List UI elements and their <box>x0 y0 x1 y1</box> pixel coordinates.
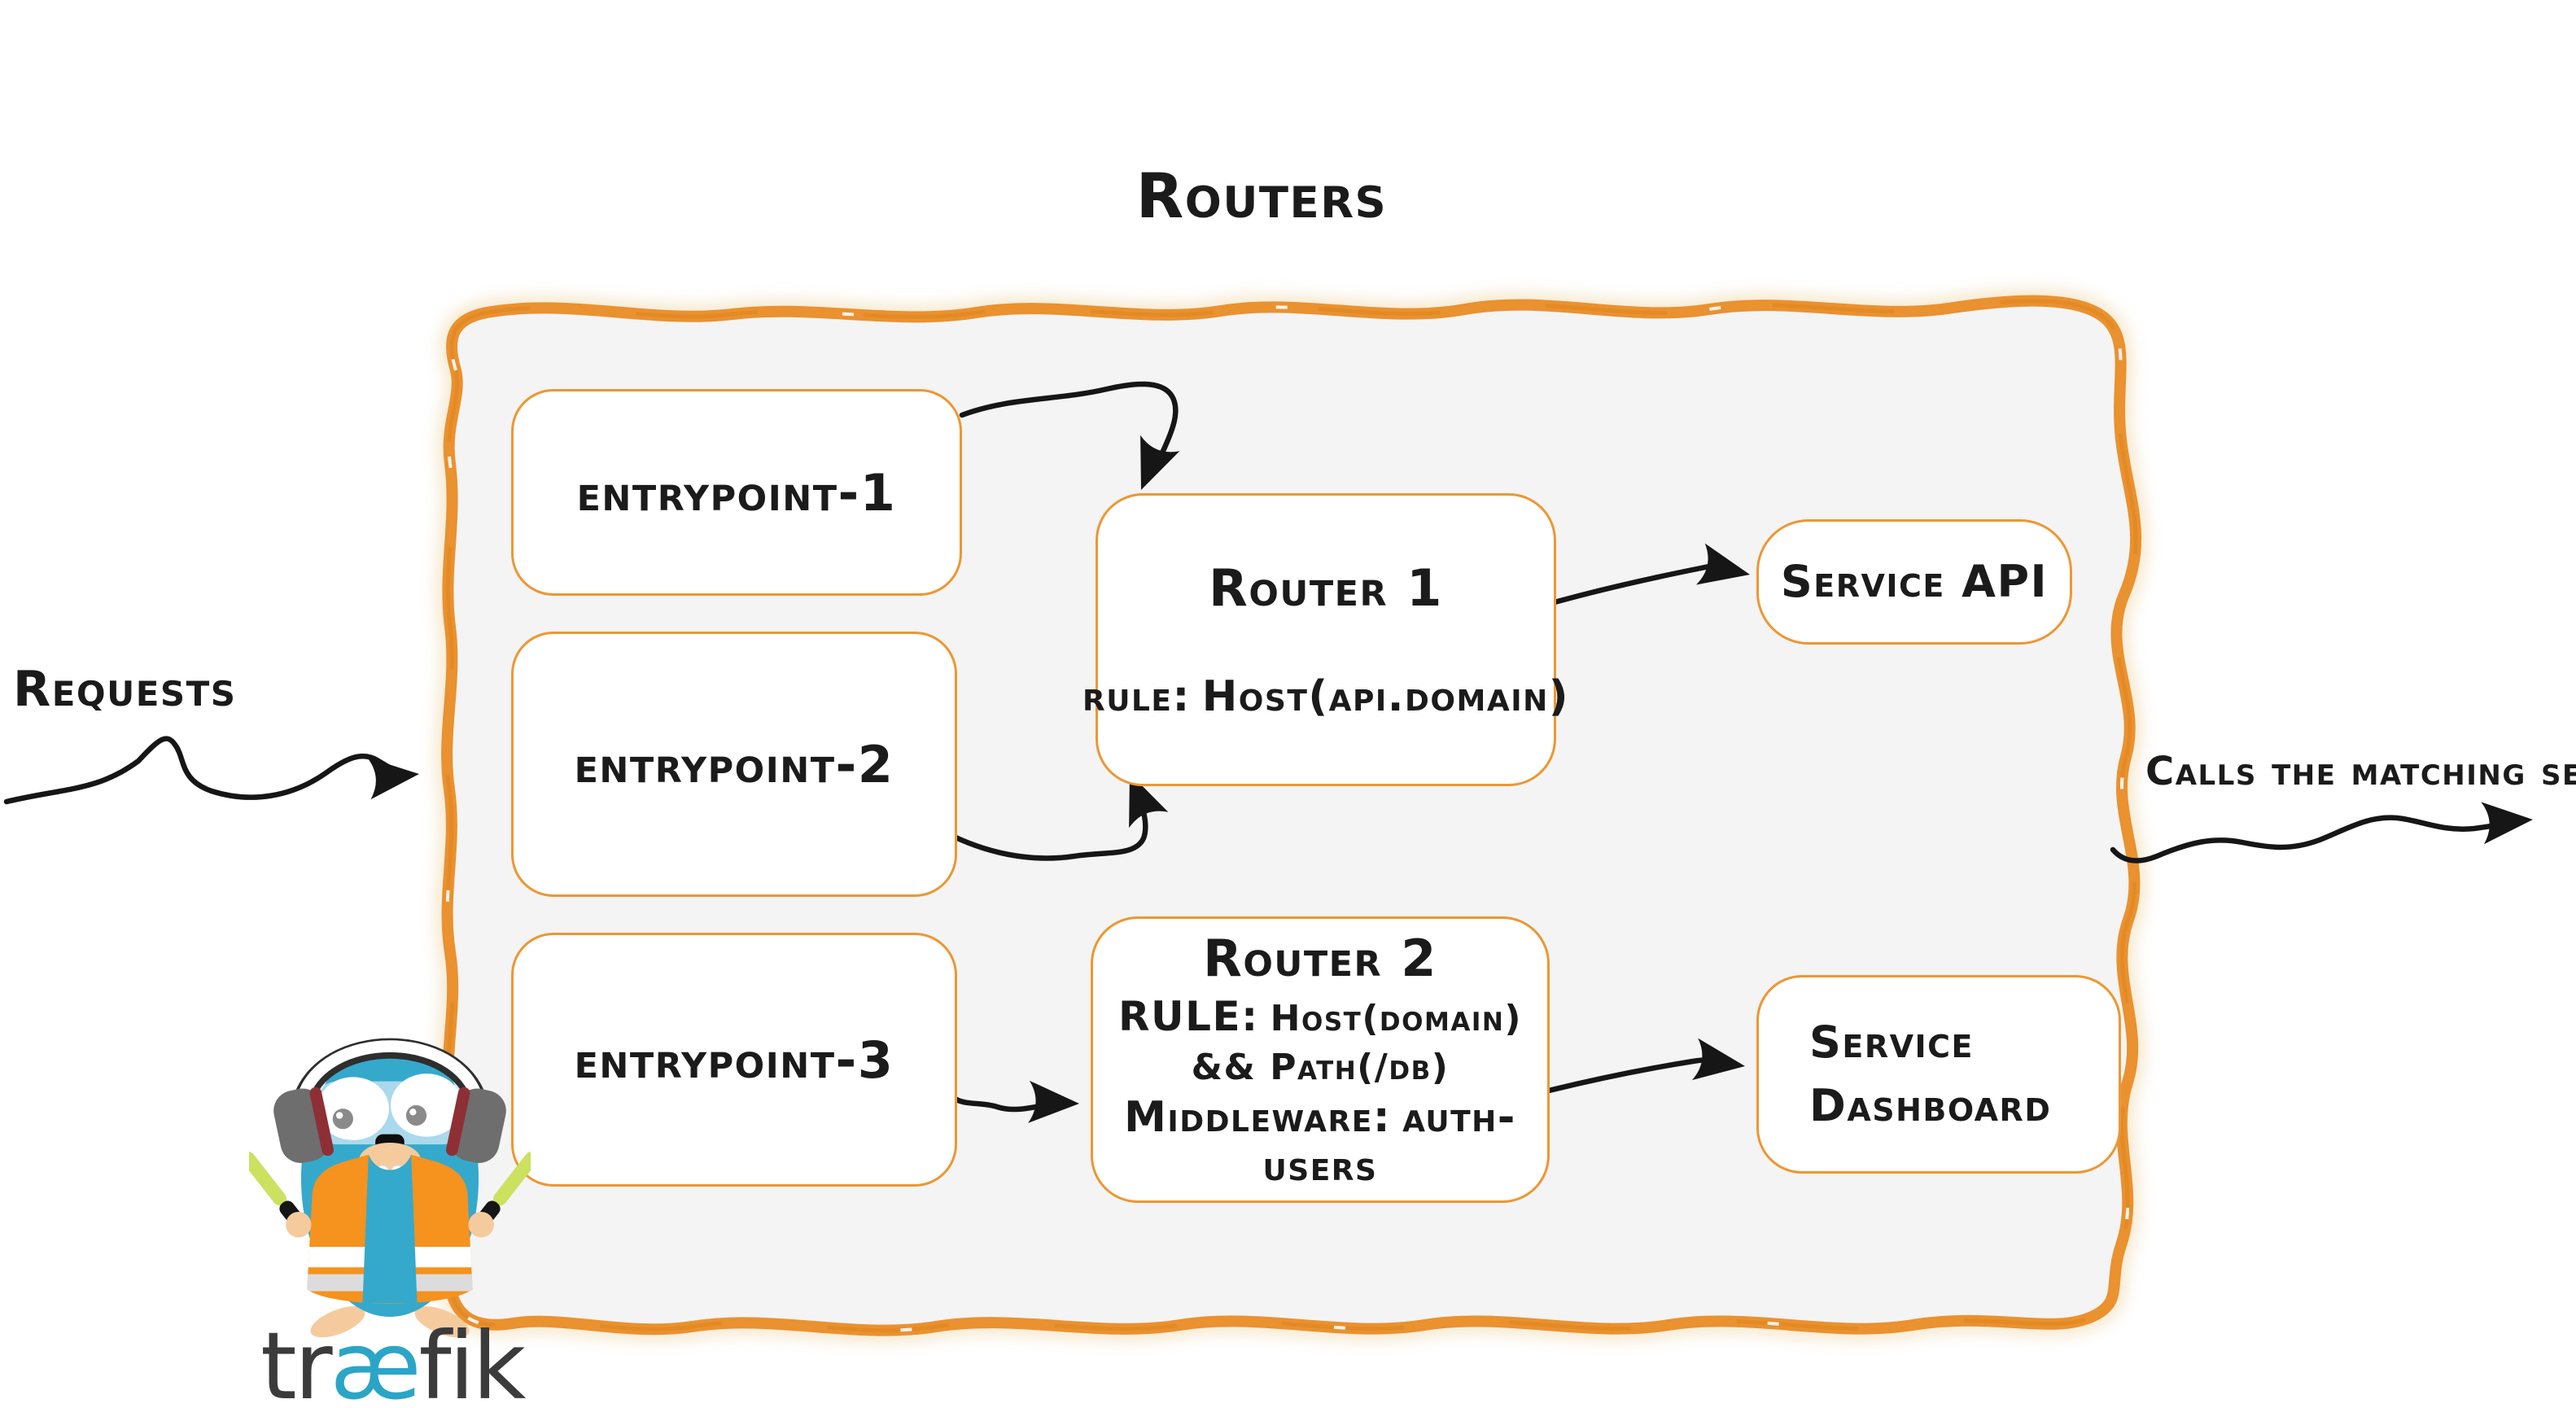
service-api-box: Service API <box>1756 519 2072 645</box>
container-stroke-texture <box>444 299 2138 1333</box>
gopher-vest <box>307 1154 473 1304</box>
entrypoint-3-box: entrypoint-3 <box>511 933 957 1187</box>
router-2-middleware: Middleware:auth-users <box>1093 1093 1547 1191</box>
gopher-batons <box>249 1151 531 1238</box>
router-1-rule-value: Host(api.domain) <box>1201 672 1570 721</box>
entrypoint-3-label: entrypoint-3 <box>574 1030 894 1090</box>
router-2-middleware-label: Middleware: <box>1124 1092 1392 1142</box>
wordmark-ligature: æ <box>330 1312 422 1408</box>
gopher-feet <box>310 1306 470 1338</box>
router-1-title: Router 1 <box>1209 558 1443 618</box>
arrowhead-router1-serviceapi <box>1695 543 1750 585</box>
arrow-entrypoint2-router1 <box>941 781 1148 861</box>
router-1-rule-label: rule: <box>1082 672 1191 721</box>
entrypoint-2-box: entrypoint-2 <box>511 632 957 897</box>
router-2-rule-value: Host(domain) && Path(/db) <box>1191 997 1522 1088</box>
arrow-requests <box>3 736 410 805</box>
calls-label: Calls the matching server <box>2145 749 2576 794</box>
arrowhead-entrypoint2-router1 <box>1129 773 1169 829</box>
wordmark-suffix: fik <box>418 1312 527 1408</box>
arrow-calls <box>2110 815 2518 864</box>
arrowhead-router2-servicedashboard <box>1691 1038 1745 1081</box>
traefik-wordmark: træfik <box>260 1312 527 1408</box>
gopher-headphones <box>273 1038 506 1163</box>
requests-label: Requests <box>13 661 237 718</box>
entrypoint-1-box: entrypoint-1 <box>511 389 962 596</box>
wordmark-prefix: tr <box>260 1312 333 1408</box>
router-2-rule: RULE:Host(domain) && Path(/db) <box>1093 992 1547 1090</box>
entrypoint-1-label: entrypoint-1 <box>576 462 897 523</box>
page-title: Routers <box>1135 160 1388 232</box>
arrowhead-calls <box>2481 802 2533 845</box>
router-1-rule: rule:Host(api.domain) <box>1082 672 1569 721</box>
service-api-label: Service API <box>1780 555 2049 607</box>
arrowhead-entrypoint3-router2 <box>1028 1080 1079 1123</box>
arrowhead-requests <box>366 757 419 800</box>
gopher-eyes <box>317 1073 463 1140</box>
service-dashboard-label: Service Dashboard <box>1809 1016 2052 1131</box>
router-2-box: Router 2 RULE:Host(domain) && Path(/db) … <box>1091 916 1550 1203</box>
router-2-title: Router 2 <box>1203 929 1437 989</box>
service-dashboard-box: Service Dashboard <box>1756 975 2121 1174</box>
router-2-rule-label: RULE: <box>1118 992 1259 1040</box>
entrypoint-2-label: entrypoint-2 <box>574 734 894 794</box>
router-2-middleware-value: auth-users <box>1262 1092 1516 1191</box>
arrowhead-entrypoint1-router1 <box>1140 435 1180 490</box>
router-1-box: Router 1 rule:Host(api.domain) <box>1082 493 1568 786</box>
traefik-gopher-logo <box>249 1038 531 1338</box>
